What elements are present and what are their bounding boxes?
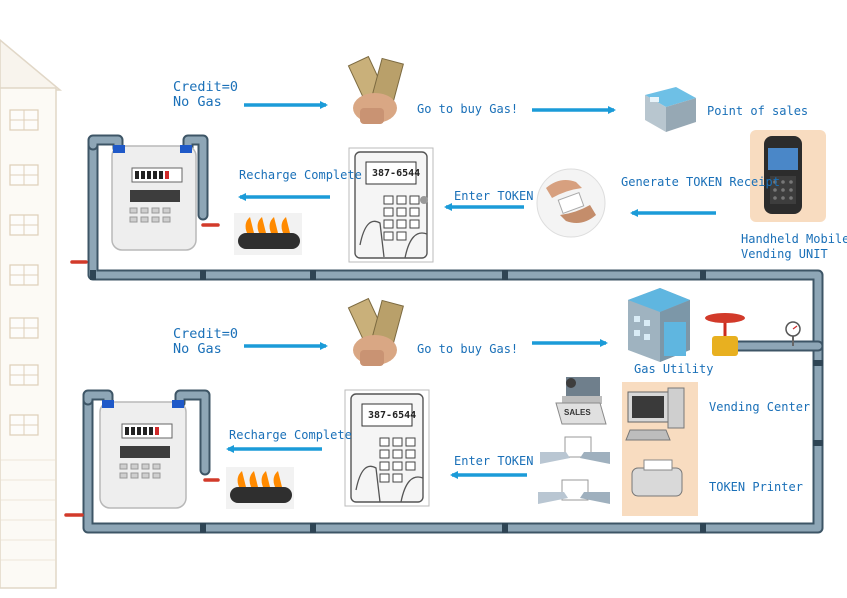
valve-icon	[705, 313, 745, 356]
gas-utility-icon	[628, 288, 690, 362]
gas-meter-icon	[111, 145, 197, 251]
valve-red-handle	[64, 223, 220, 517]
gas-meter-icon	[99, 400, 187, 509]
flow-arrows	[226, 101, 716, 479]
vending-center-label: Vending Center	[709, 400, 811, 414]
keypad-icon	[348, 147, 434, 263]
handheld-icon	[750, 130, 826, 222]
keypad-display: 387-6544	[368, 410, 417, 421]
gas-utility-label: Gas Utility	[634, 362, 714, 376]
go-buy-label: Go to buy Gas!	[417, 102, 519, 116]
keypad-icon	[344, 389, 430, 507]
go-buy-label: Go to buy Gas!	[417, 342, 519, 356]
token-printer-label: TOKEN Printer	[709, 480, 803, 494]
sales-clerk-icon	[555, 377, 607, 425]
token-handover-icon	[538, 479, 610, 504]
keypad-display: 387-6544	[372, 168, 421, 179]
pos-terminal-icon	[645, 87, 696, 132]
recharge-complete-label: Recharge Complete	[229, 428, 352, 442]
building-icon	[0, 39, 63, 589]
printer-icon	[631, 459, 683, 497]
generate-token-label: Generate TOKEN Receipt	[621, 175, 780, 189]
recharge-complete-label: Recharge Complete	[239, 168, 362, 182]
burner-flame-icon	[226, 467, 294, 509]
enter-token-label: Enter TOKEN	[454, 454, 534, 468]
sales-sign: SALES	[564, 408, 591, 417]
token-handover-icon	[536, 168, 606, 238]
money-hand-icon	[347, 55, 404, 124]
money-hand-icon	[347, 297, 404, 366]
token-handover-icon	[540, 436, 610, 464]
enter-token-label: Enter TOKEN	[454, 189, 534, 203]
point-of-sales-label: Point of sales	[707, 104, 809, 118]
gas-pipe-network	[82, 134, 824, 534]
pressure-gauge-icon	[785, 321, 801, 346]
burner-flame-icon	[234, 213, 302, 255]
computer-icon	[625, 387, 685, 441]
